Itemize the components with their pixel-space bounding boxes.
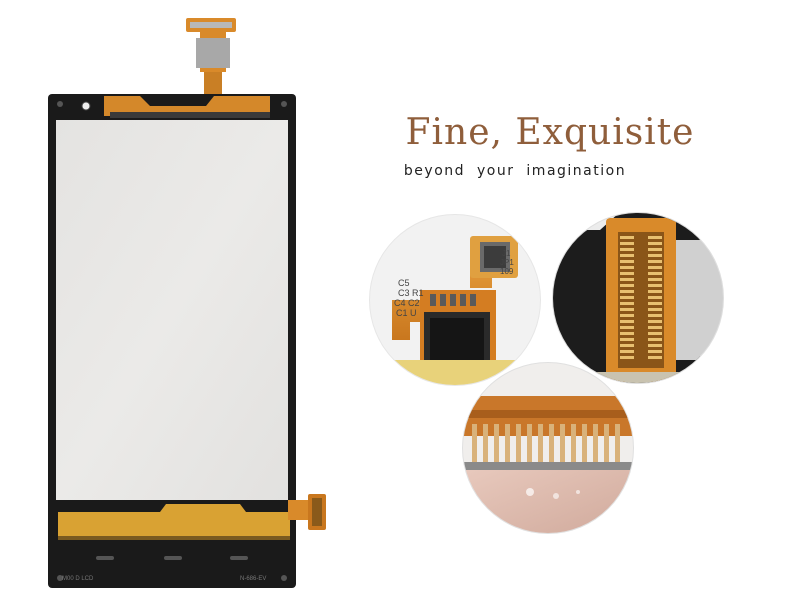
menu-key-mark <box>230 556 248 560</box>
lcd-screen <box>56 120 288 500</box>
detail-circle-connector <box>552 212 724 384</box>
top-flex-cable <box>186 18 236 96</box>
top-connector-band <box>104 96 270 116</box>
fpc-label-c1u: C1 U <box>396 308 417 318</box>
fpc-label-c3r1: C3 R1 <box>398 288 424 298</box>
bottom-flex-band <box>58 504 290 540</box>
fpc-label-109: 109 <box>500 267 514 276</box>
headline: Fine, Exquisite <box>405 112 695 153</box>
fpc-label-c4c2: C4 C2 <box>394 298 420 308</box>
fpc-label-c5: C5 <box>398 278 410 288</box>
home-key-mark <box>164 556 182 560</box>
panel-marking-right: N-686-EV <box>240 576 266 582</box>
fpc-label-j1: J1 <box>502 249 511 258</box>
tagline: beyond your imagination <box>403 163 627 179</box>
back-key-mark <box>96 556 114 560</box>
panel-marking-left: M00 D LCD <box>62 576 94 582</box>
detail-circle-bonding <box>462 362 634 534</box>
fpc-label-jp1: JP1 <box>500 258 514 267</box>
